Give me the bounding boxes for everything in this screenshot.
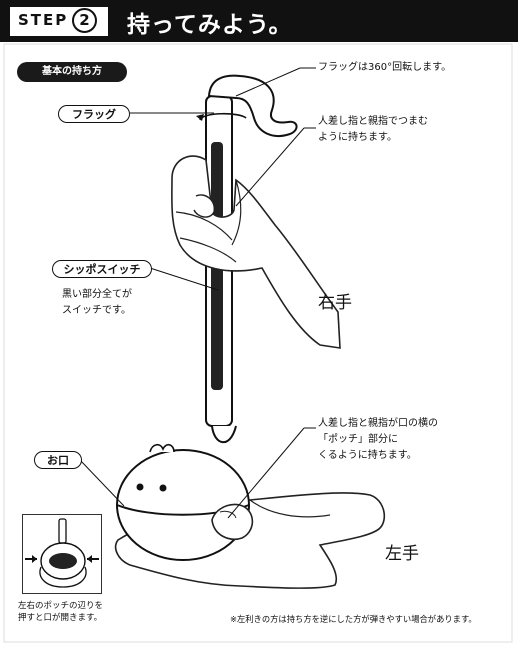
page-border [3, 43, 513, 643]
grip-note-line2: ように持ちます。 [318, 132, 397, 143]
mouth-note-line3: くるように持ちます。 [318, 450, 417, 461]
step-badge: STEP 2 [10, 7, 108, 36]
right-hand-label: 右手 [318, 293, 352, 313]
flag [207, 74, 298, 137]
left-thumb [211, 503, 254, 540]
page-title: 持ってみよう。 [127, 12, 293, 38]
switch-leader [149, 267, 219, 291]
switch-label: シッポスイッチ [52, 260, 152, 278]
flag-note-leader [235, 67, 301, 97]
mouth-note-leader [227, 427, 305, 519]
mouth-note-line1: 人差し指と親指が口の横の [318, 418, 438, 429]
section-label: 基本の持ち方 [17, 62, 127, 82]
grip-note-leader [235, 127, 305, 207]
mouth-label: お口 [34, 451, 82, 469]
grip-note-line1: 人差し指と親指でつまむ [318, 116, 428, 127]
flag-label: フラッグ [58, 105, 130, 123]
inset-caption-line2: 押すと口が開きます。 [18, 613, 103, 623]
eye-right [159, 484, 167, 492]
step-number: 2 [72, 8, 97, 33]
right-hand [171, 155, 341, 349]
header-bar: STEP 2 持ってみよう。 [0, 0, 518, 42]
left-hand-label: 左手 [385, 544, 419, 564]
step-label: STEP [18, 11, 69, 29]
flag-note: フラッグは360°回転します。 [318, 62, 452, 73]
mouth-note-line2: 「ポッチ」部分に [318, 434, 398, 445]
inset-caption-line1: 左右のポッチの辺りを [18, 601, 104, 611]
footnote: ※左利きの方は持ち方を逆にした方が弾きやすい場合があります。 [230, 614, 477, 624]
switch-note-line1: 黒い部分全てが [62, 289, 132, 300]
switch-note-line2: スイッチです。 [62, 305, 131, 316]
mouth-open-inset [22, 514, 102, 594]
eye-left [136, 483, 144, 491]
inset-illustration [25, 518, 99, 588]
inset-caption: 左右のポッチの辺りを 押すと口が開きます。 [18, 600, 103, 624]
mouth-leader [79, 459, 125, 507]
